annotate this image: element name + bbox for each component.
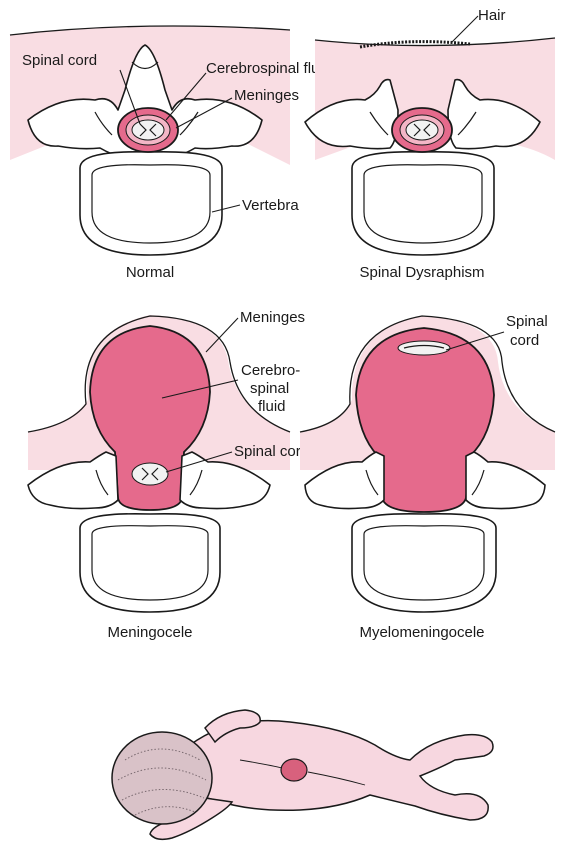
label-cerebrospinal-fluid: Cerebrospinal fluid xyxy=(206,60,331,77)
infant-head xyxy=(112,732,212,824)
panel-myelomeningocele: Spinal cord Myelomeningocele xyxy=(300,313,555,641)
label-csf-line3: fluid xyxy=(258,398,286,415)
infant-illustration xyxy=(112,710,493,839)
caption-normal: Normal xyxy=(126,264,174,281)
myelomeningocele-lesion xyxy=(281,759,307,781)
label-meninges: Meninges xyxy=(234,87,299,104)
panel-meningocele: Meninges Cerebro- spinal fluid Spinal co… xyxy=(28,309,309,641)
caption-spinal-dysraphism: Spinal Dysraphism xyxy=(359,264,484,281)
spinal-cord xyxy=(406,120,438,140)
spinal-cord xyxy=(132,120,164,140)
caption-meningocele: Meningocele xyxy=(107,624,192,641)
label-spinal-cord: Spinal cord xyxy=(22,52,97,69)
label-cord-line2: cord xyxy=(510,332,539,349)
label-meninges: Meninges xyxy=(240,309,305,326)
label-spinal-line1: Spinal xyxy=(506,313,548,330)
panel-spinal-dysraphism: Hair Spinal Dysraphism xyxy=(305,7,555,281)
leader-hair xyxy=(452,16,478,42)
label-hair: Hair xyxy=(478,7,506,24)
infant-body xyxy=(185,721,493,820)
caption-myelomeningocele: Myelomeningocele xyxy=(359,624,484,641)
label-csf-line2: spinal xyxy=(250,380,289,397)
spinal-cord xyxy=(132,463,168,485)
label-spinal-cord: Spinal cord xyxy=(234,443,309,460)
label-csf-line1: Cerebro- xyxy=(241,362,300,379)
label-vertebra: Vertebra xyxy=(242,197,299,214)
panel-normal: Spinal cord Cerebrospinal fluid Meninges… xyxy=(10,26,331,281)
